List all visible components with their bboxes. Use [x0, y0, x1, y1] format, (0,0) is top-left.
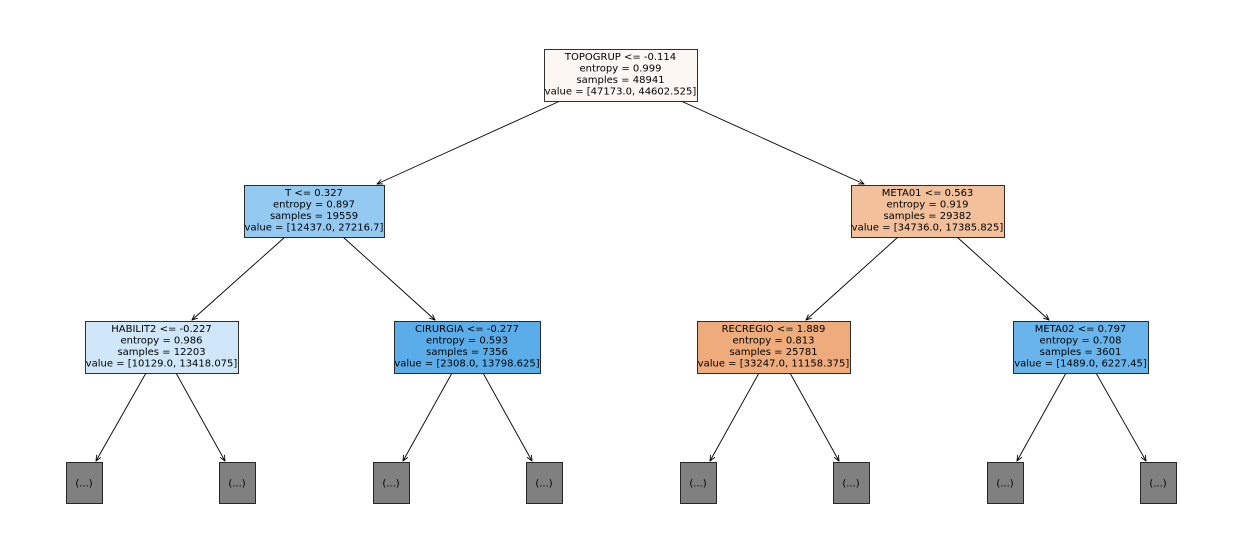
node-value: value = [47173.0, 44602.525]: [545, 87, 697, 98]
leaf-label: (...): [689, 479, 706, 490]
node-entropy: entropy = 0.919: [886, 200, 968, 211]
leaf-label: (...): [535, 479, 552, 490]
node-box: [394, 321, 541, 374]
edge-n2-n6: [956, 236, 1049, 320]
node-samples: samples = 29382: [883, 211, 971, 222]
leaf-box: [680, 462, 717, 504]
leaf-label: (...): [996, 479, 1013, 490]
leaf-box: [987, 462, 1024, 504]
edge-n4-l3: [403, 372, 453, 461]
node-entropy: entropy = 0.593: [426, 336, 508, 347]
node-entropy: entropy = 0.986: [120, 336, 202, 347]
truncated-leaf-l6: (...): [833, 462, 870, 504]
node-value: value = [34736.0, 17385.825]: [852, 223, 1004, 234]
leaf-box: [833, 462, 870, 504]
node-box: [851, 185, 1005, 238]
edge-n5-l6: [789, 372, 839, 461]
leaf-label: (...): [228, 479, 245, 490]
leaf-box: [526, 462, 563, 504]
node-samples: samples = 19559: [270, 211, 358, 222]
edge-n3-l1: [96, 372, 147, 461]
leaf-box: [66, 462, 103, 504]
edge-root-n1: [377, 100, 561, 184]
node-value: value = [12437.0, 27216.7]: [245, 223, 384, 234]
node-split-rule: RECREGIO <= 1.889: [722, 324, 826, 335]
node-split-rule: TOPOGRUP <= -0.114: [564, 52, 676, 63]
node-value: value = [33247.0, 11158.375]: [698, 359, 850, 370]
node-split-rule: CIRURGIA <= -0.277: [415, 324, 519, 335]
node-box: [85, 321, 239, 374]
edge-n5-l5: [710, 372, 760, 461]
truncated-leaf-l8: (...): [1140, 462, 1177, 504]
node-entropy: entropy = 0.999: [579, 64, 661, 75]
node-entropy: entropy = 0.813: [732, 336, 814, 347]
truncated-leaf-l5: (...): [680, 462, 717, 504]
leaf-box: [373, 462, 410, 504]
node-entropy: entropy = 0.897: [273, 200, 355, 211]
node-value: value = [1489.0, 6227.45]: [1014, 359, 1147, 370]
node-samples: samples = 12203: [117, 347, 205, 358]
node-box: [244, 185, 385, 238]
truncated-leaf-l7: (...): [987, 462, 1024, 504]
node-samples: samples = 7356: [426, 347, 508, 358]
node-value: value = [10129.0, 13418.075]: [86, 359, 238, 370]
leaf-label: (...): [842, 479, 859, 490]
node-entropy: entropy = 0.708: [1039, 336, 1121, 347]
truncated-leaf-l1: (...): [66, 462, 103, 504]
edge-n4-l4: [482, 372, 532, 461]
node-split-rule: META02 <= 0.797: [1035, 324, 1127, 335]
leaf-label: (...): [75, 479, 92, 490]
node-split-rule: HABILIT2 <= -0.227: [111, 324, 212, 335]
edge-n1-n4: [342, 236, 435, 320]
edge-n3-l2: [175, 372, 225, 461]
edge-root-n2: [680, 100, 864, 184]
node-box: [1013, 321, 1149, 374]
leaf-box: [219, 462, 256, 504]
node-value: value = [2308.0, 13798.625]: [394, 359, 539, 370]
truncated-leaf-l2: (...): [219, 462, 256, 504]
edge-n6-l8: [1095, 372, 1146, 461]
truncated-leaf-l3: (...): [373, 462, 410, 504]
node-box: [697, 321, 851, 374]
edge-n2-n5: [806, 236, 899, 320]
node-split-rule: META01 <= 0.563: [882, 188, 974, 199]
node-samples: samples = 25781: [729, 347, 817, 358]
node-box: [544, 49, 698, 102]
node-samples: samples = 3601: [1040, 347, 1122, 358]
truncated-leaf-l4: (...): [526, 462, 563, 504]
edge-n6-l7: [1017, 372, 1067, 461]
leaf-label: (...): [382, 479, 399, 490]
node-samples: samples = 48941: [576, 75, 664, 86]
edge-n1-n3: [192, 236, 286, 320]
node-split-rule: T <= 0.327: [284, 188, 343, 199]
leaf-box: [1140, 462, 1177, 504]
leaf-label: (...): [1149, 479, 1166, 490]
tree-edges: [96, 100, 1146, 461]
